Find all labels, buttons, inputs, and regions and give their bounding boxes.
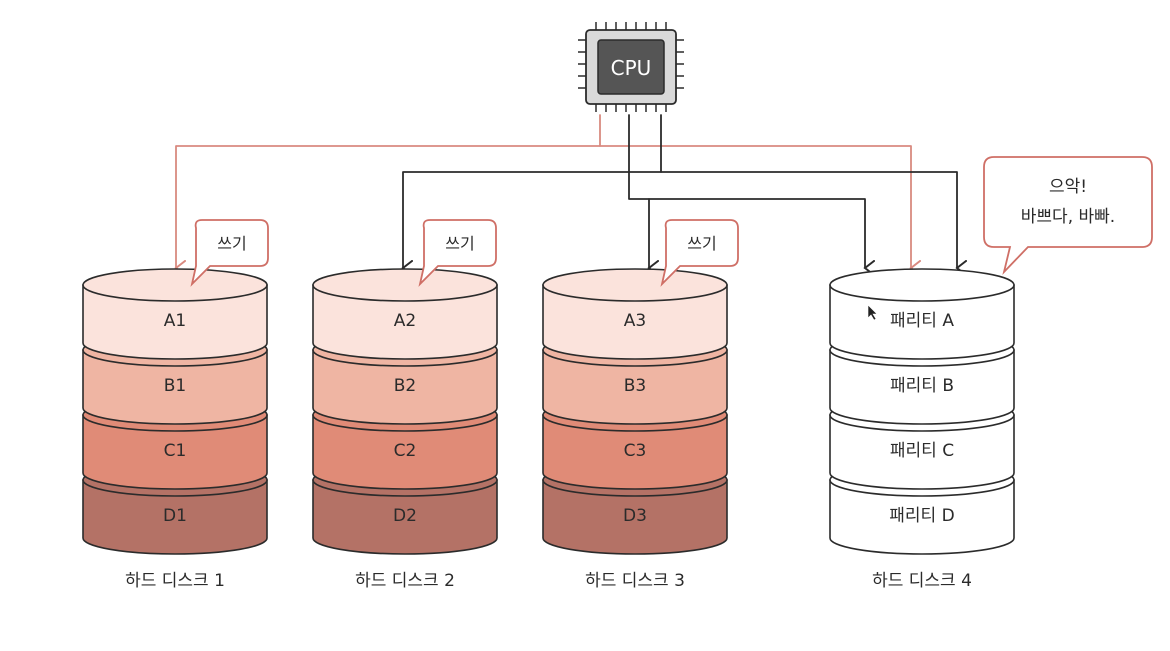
segment-label: 패리티 A <box>890 311 954 331</box>
write-bubble-text: 쓰기 <box>445 234 474 253</box>
write-bubble-disk3: 쓰기 <box>660 219 739 287</box>
cpu-to-disk4-line-a <box>660 171 967 276</box>
segment-body <box>542 414 728 490</box>
segment-body <box>312 349 498 425</box>
write-bubble-text: 쓰기 <box>217 234 246 253</box>
segment-label: A1 <box>164 311 186 331</box>
segment-body <box>542 284 728 360</box>
hard-disk-4: 패리티 D 패리티 C 패리티 B 패리티 A 하드 디스크 4 <box>829 268 1015 591</box>
segment-body <box>82 479 268 555</box>
cpu-to-disk1-line <box>174 114 601 276</box>
segment-body <box>312 479 498 555</box>
segment-top <box>829 268 1015 302</box>
segment-body <box>312 284 498 360</box>
write-bubble-disk1: 쓰기 <box>190 219 269 287</box>
segment-label: C1 <box>164 441 187 461</box>
busy-bubble: 으악! 바쁘다, 바빠. <box>983 156 1153 276</box>
segment-body <box>829 479 1015 555</box>
data-segment: A1 <box>82 268 268 360</box>
segment-label: 패리티 C <box>890 441 954 461</box>
disk-group: D1 C1 B1 A1 하드 디스크 1 D2 C2 B2 A2 하드 디스크 2 D3 C3 B3 A3… <box>82 268 1015 591</box>
segment-label: C2 <box>394 441 417 461</box>
segment-label: B3 <box>624 376 646 396</box>
segment-label: D3 <box>623 506 647 526</box>
segment-body <box>82 284 268 360</box>
segment-label: A2 <box>394 311 416 331</box>
write-bubble-text: 쓰기 <box>687 234 716 253</box>
segment-body <box>542 479 728 555</box>
cpu-core <box>597 39 665 95</box>
cpu-to-disk2-line <box>401 114 662 276</box>
parity-segment: 패리티 A <box>829 268 1015 360</box>
segment-body <box>542 349 728 425</box>
disk-name-label: 하드 디스크 1 <box>125 571 225 591</box>
segment-label: D2 <box>393 506 417 526</box>
cpu-to-disk4-line-b <box>648 198 875 276</box>
disk-name-label: 하드 디스크 4 <box>872 571 972 591</box>
cpu-to-disk4-parity-line <box>599 145 921 276</box>
hard-disk-2: D2 C2 B2 A2 하드 디스크 2 <box>312 268 498 591</box>
segment-body <box>829 414 1015 490</box>
segment-label: D1 <box>163 506 187 526</box>
data-segment: A2 <box>312 268 498 360</box>
segment-label: 패리티 B <box>890 376 954 396</box>
hard-disk-3: D3 C3 B3 A3 하드 디스크 3 <box>542 268 728 591</box>
segment-top <box>542 268 728 302</box>
segment-top <box>312 268 498 302</box>
segment-label: A3 <box>624 311 646 331</box>
cpu-label: CPU <box>611 56 652 80</box>
cpu-chip: CPU <box>578 22 684 112</box>
segment-body <box>312 414 498 490</box>
segment-body <box>82 349 268 425</box>
hard-disk-1: D1 C1 B1 A1 하드 디스크 1 <box>82 268 268 591</box>
disk-name-label: 하드 디스크 3 <box>585 571 685 591</box>
segment-label: B1 <box>164 376 186 396</box>
segment-top <box>82 268 268 302</box>
cpu-pins <box>578 22 684 112</box>
segment-label: B2 <box>394 376 416 396</box>
write-bubble-disk2: 쓰기 <box>418 219 497 287</box>
segment-label: 패리티 D <box>889 506 954 526</box>
segment-body <box>82 414 268 490</box>
segment-body <box>829 284 1015 360</box>
disk-name-label: 하드 디스크 2 <box>355 571 455 591</box>
cpu-to-disk3-line <box>628 114 659 276</box>
busy-bubble-line2: 바쁘다, 바빠. <box>1021 207 1115 227</box>
busy-bubble-line1: 으악! <box>1049 177 1087 197</box>
segment-body <box>829 349 1015 425</box>
mouse-cursor-icon <box>867 304 878 321</box>
segment-label: C3 <box>624 441 647 461</box>
data-segment: A3 <box>542 268 728 360</box>
connections <box>174 114 967 276</box>
